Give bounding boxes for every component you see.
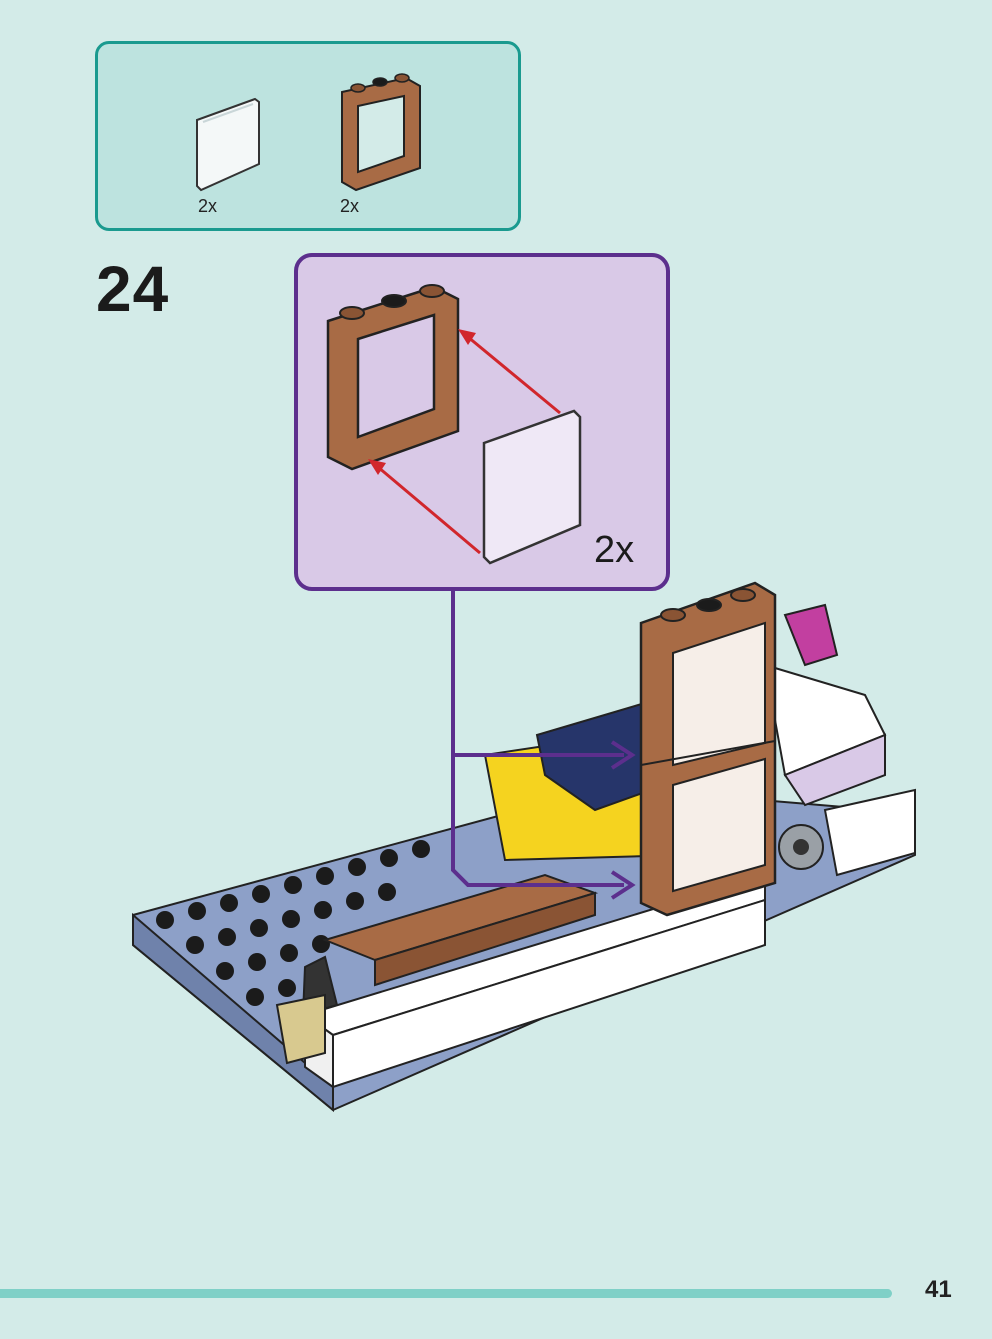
callout-glass-pane-icon bbox=[482, 409, 582, 565]
step-number: 24 bbox=[96, 253, 170, 325]
subassembly-callout: 2x bbox=[294, 253, 670, 591]
installed-window-frames bbox=[639, 581, 777, 917]
callout-window-frame-icon bbox=[326, 284, 460, 471]
callout-quantity: 2x bbox=[594, 529, 635, 571]
glass-pane-quantity: 2x bbox=[198, 196, 218, 216]
glass-pane-part-icon bbox=[196, 97, 260, 192]
footer-bar bbox=[0, 1289, 892, 1298]
model-illustration bbox=[132, 581, 916, 1113]
window-frame-part-icon bbox=[341, 73, 421, 192]
insert-arrows-icon bbox=[368, 329, 561, 555]
window-frame-quantity: 2x bbox=[340, 196, 360, 216]
baseplate-studs bbox=[156, 840, 430, 1006]
page-number: 41 bbox=[925, 1276, 952, 1303]
parts-list-box: 2x 2x bbox=[95, 41, 521, 231]
